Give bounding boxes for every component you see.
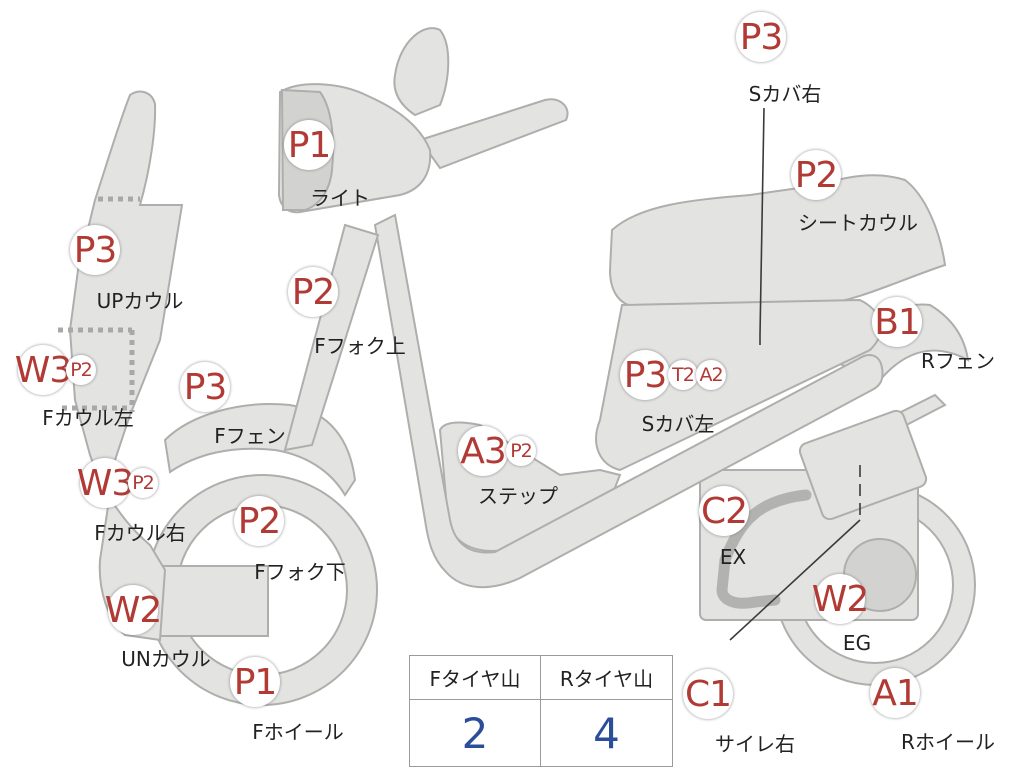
part-code-group-fwheel: P1 <box>230 657 280 707</box>
part-code-group-ex: C2 <box>699 486 749 536</box>
part-code-group-ffender: P3 <box>180 362 230 412</box>
part-label-scover-left: Sカバ左 <box>641 412 715 436</box>
handlebar-shape <box>418 98 569 170</box>
part-code-badge: A2 <box>696 360 726 390</box>
part-code-badge: P1 <box>284 120 334 170</box>
part-label-fwheel: Fホイール <box>252 720 344 744</box>
part-label-un-cowl: UNカウル <box>121 647 211 671</box>
part-code-group-seat-cowl: P2 <box>791 150 841 200</box>
rear-shock-shape <box>798 393 947 521</box>
part-code-badge: P2 <box>128 468 158 498</box>
part-code-group-un-cowl: W2 <box>105 585 162 635</box>
rear-tire-value: 4 <box>593 708 620 758</box>
part-label-scover-right: Sカバ右 <box>748 82 822 106</box>
part-code-badge: P2 <box>234 496 284 546</box>
part-code-badge: B1 <box>872 297 922 347</box>
rear-tire-header: Rタイヤ山 <box>541 656 672 700</box>
part-code-group-ffork-lower: P2 <box>234 496 284 546</box>
frame-shape <box>373 213 884 589</box>
part-code-badge: P2 <box>506 436 536 466</box>
part-code-badge: P3 <box>620 350 670 400</box>
part-code-badge: P3 <box>736 12 786 62</box>
part-code-badge: W2 <box>105 585 162 635</box>
part-label-ex: EX <box>719 545 747 569</box>
mirror-shape <box>393 27 450 117</box>
seat-cowl-shape <box>608 174 947 310</box>
part-code-badge: P2 <box>288 267 338 317</box>
part-code-badge: P3 <box>180 362 230 412</box>
part-label-ffender: Fフェン <box>214 424 286 448</box>
part-label-ffork-lower: Fフォク下 <box>254 560 346 584</box>
side-cover-shape <box>595 298 882 472</box>
part-code-badge: A3 <box>458 426 508 476</box>
part-label-light: ライト <box>310 186 370 210</box>
part-code-badge: W2 <box>812 574 869 624</box>
part-label-muffler-right: サイレ右 <box>715 732 795 756</box>
front-tire-value: 2 <box>410 700 541 766</box>
fork-lower-shape <box>159 565 269 637</box>
part-label-eg: EG <box>842 631 872 655</box>
part-code-badge: C1 <box>683 669 733 719</box>
part-label-step: ステップ <box>478 484 558 508</box>
part-label-ffork-upper: Fフォク上 <box>314 334 406 358</box>
part-label-seat-cowl: シートカウル <box>798 211 918 235</box>
part-code-badge: W3 <box>77 458 134 508</box>
part-code-group-ffork-upper: P2 <box>288 267 338 317</box>
part-code-group-light: P1 <box>284 120 334 170</box>
part-code-group-scover-right: P3 <box>736 12 786 62</box>
part-code-badge: P3 <box>70 225 120 275</box>
part-code-badge: W3 <box>15 345 72 395</box>
part-code-badge: T2 <box>668 360 698 390</box>
part-label-rwheel: Rホイール <box>901 730 995 754</box>
part-label-fcowl-right: Fカウル右 <box>94 521 186 545</box>
part-code-badge: P2 <box>791 150 841 200</box>
part-label-up-cowl: UPカウル <box>96 289 184 313</box>
front-tire-header: Fタイヤ山 <box>410 656 541 700</box>
front-fork-shape <box>283 223 380 452</box>
part-label-rfender: Rフェン <box>921 349 995 373</box>
part-code-group-rfender: B1 <box>872 297 922 347</box>
part-code-badge: C2 <box>699 486 749 536</box>
tire-wear-table: Fタイヤ山 Rタイヤ山 2 4 <box>409 655 673 767</box>
part-code-group-muffler-right: C1 <box>683 669 733 719</box>
part-code-badge: P2 <box>66 355 96 385</box>
part-code-group-up-cowl: P3 <box>70 225 120 275</box>
part-code-badge: A1 <box>870 668 920 718</box>
part-label-fcowl-left: Fカウル左 <box>42 406 134 430</box>
part-code-badge: P1 <box>230 657 280 707</box>
part-code-group-rwheel: A1 <box>870 668 920 718</box>
part-code-group-eg: W2 <box>812 574 869 624</box>
exhaust-pipe-shape <box>716 489 812 609</box>
